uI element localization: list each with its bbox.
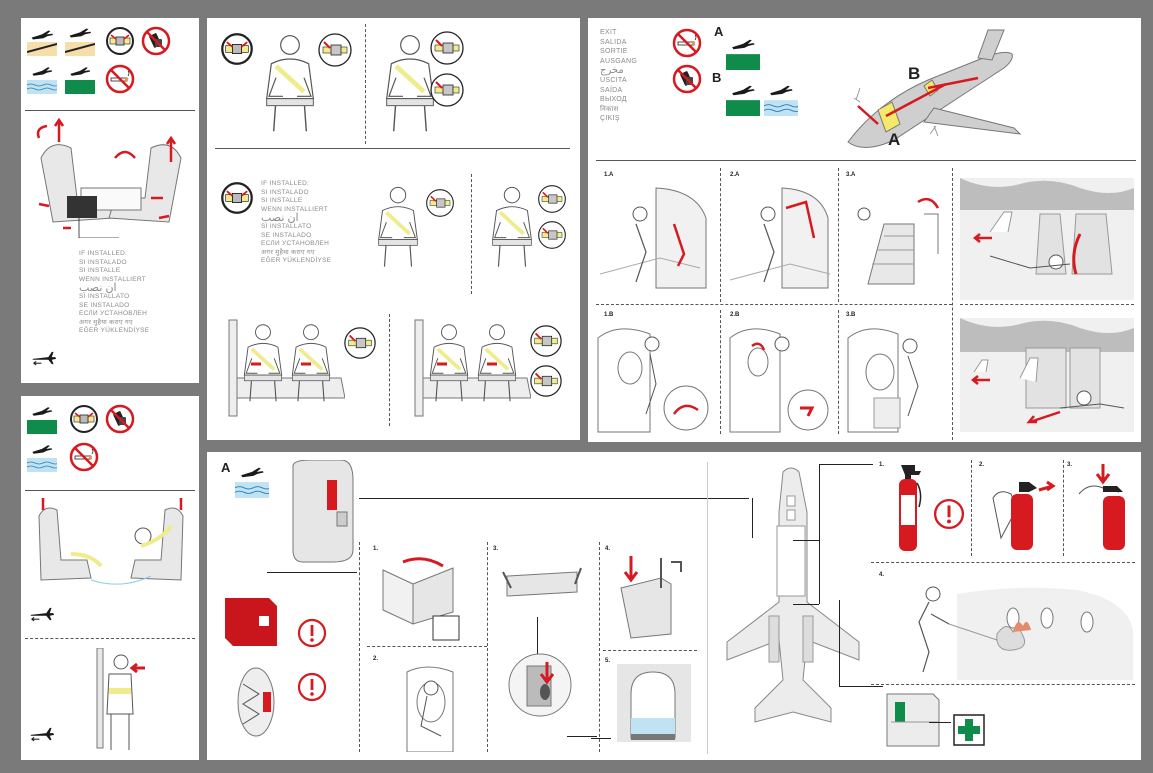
buckle-icon: [537, 220, 567, 250]
brace-upright-illustration: [81, 648, 151, 753]
airplane-icon: [29, 724, 55, 744]
step-5: 5.: [605, 658, 611, 664]
if-installed-text: IF INSTALLED: SI INSTALADO SI INSTALLE W…: [79, 250, 150, 335]
overwing-exit-step-illustration: [726, 324, 834, 434]
ditching-icon: [65, 64, 95, 94]
ditching-icon: [235, 464, 269, 498]
buckle-icon: [429, 30, 465, 66]
ext-step-2: 2.: [979, 462, 985, 468]
step-1a: 1.A: [604, 172, 614, 178]
aircraft-topview-diagram: [721, 466, 861, 756]
if-installed-text: IF INSTALLED: SI INSTALADO SI INSTALLE W…: [261, 180, 332, 265]
no-smoking-icon: [672, 28, 702, 58]
placard-icon: [221, 592, 281, 652]
door-open-step-illustration: [726, 184, 834, 298]
step-2: 2.: [373, 656, 379, 662]
landing-icon: [726, 36, 760, 70]
door-ditching-illustration: [617, 664, 691, 742]
door-open-step-illustration: [596, 184, 714, 298]
aircraft-exits-diagram: [838, 24, 1028, 154]
overwing-exit-step-illustration: [844, 324, 948, 434]
ext-step-1: 1.: [879, 462, 885, 468]
brace-icon: [105, 26, 135, 56]
door-exit-stairs-illustration: [844, 184, 948, 298]
seatbelt-icon: [220, 32, 254, 66]
seated-belted-person: [255, 26, 325, 141]
remove-door-step-illustration: [373, 556, 473, 642]
buckle-icon: [317, 32, 353, 68]
buckle-icon: [425, 188, 455, 218]
seat-row-illustration: [31, 118, 191, 238]
brace-position-illustration: [31, 496, 191, 591]
step-2b: 2.B: [730, 312, 740, 318]
exit-label-a: A: [714, 24, 724, 39]
warning-icon: [297, 672, 327, 702]
no-electronics-icon: [672, 64, 702, 94]
buckle-icon: [529, 364, 563, 398]
buckle-icon: [429, 72, 465, 108]
fire-extinguisher-icon: [893, 462, 923, 554]
overwing-label-a: A: [221, 460, 231, 475]
diagram-label-a: A: [888, 130, 901, 149]
step-3: 3.: [493, 546, 499, 552]
no-smoking-icon: [105, 64, 135, 94]
throw-door-illustration: [497, 556, 587, 616]
no-electronics-icon: [105, 404, 135, 434]
step-4: 4.: [605, 546, 611, 552]
airplane-icon: [29, 604, 55, 624]
step-3b: 3.B: [846, 312, 856, 318]
squeeze-handle-illustration: [1073, 460, 1137, 552]
no-electronics-icon: [141, 26, 171, 56]
fight-fire-illustration: [897, 574, 1133, 680]
exit-words: EXIT SALIDA SORTIE AUSGANG مخرج USCITA S…: [600, 29, 638, 123]
buckle-icon: [537, 184, 567, 214]
exit-label-b: B: [712, 70, 722, 85]
first-aid-cabinet-illustration: [883, 690, 943, 748]
ditching-icon: [27, 442, 57, 472]
step-1: 1.: [373, 546, 379, 552]
pull-pin-illustration: [989, 472, 1059, 552]
bench-seat-illustration: [225, 318, 345, 422]
step-2a: 2.A: [730, 172, 740, 178]
landing-icon: [65, 26, 95, 56]
bench-seat-illustration: [411, 318, 531, 422]
window-exit-icon: [231, 662, 281, 742]
step-3a: 3.A: [846, 172, 856, 178]
overwing-exit-step-illustration: [594, 324, 716, 434]
diagram-label-b: B: [908, 64, 921, 83]
ditching-icon: [764, 82, 798, 116]
no-smoking-icon: [69, 442, 99, 472]
seatbelt-panel: IF INSTALLED: SI INSTALADO SI INSTALLE W…: [207, 18, 580, 440]
first-aid-icon: [953, 714, 985, 746]
overwing-door-illustration: [287, 460, 357, 564]
buckle-icon: [529, 324, 563, 358]
brace-icon: [69, 404, 99, 434]
landing-icon: [27, 26, 57, 56]
ext-step-4: 4.: [879, 572, 885, 578]
lever-closeup-illustration: [507, 652, 573, 718]
seated-belted-person: [369, 174, 427, 280]
exit-panel: EXIT SALIDA SORTIE AUSGANG مخرج USCITA S…: [588, 18, 1141, 442]
exit-through-window-illustration: [387, 662, 477, 752]
overwing-panel: A 1. 2. 3. 4. 5.: [207, 452, 1141, 760]
ditching-icon: [27, 64, 57, 94]
step-1b: 1.B: [604, 312, 614, 318]
seated-belted-person: [483, 174, 541, 280]
brace-panel: [21, 396, 199, 760]
ditching-icon: [27, 404, 57, 434]
seat-panel: IF INSTALLED: SI INSTALADO SI INSTALLE W…: [21, 18, 199, 383]
ditching-icon: [726, 82, 760, 116]
buckle-icon: [343, 326, 377, 360]
airplane-icon: [31, 348, 57, 368]
warning-icon: [297, 618, 327, 648]
evacuation-crawl-illustration: [960, 178, 1134, 300]
ext-step-3: 3.: [1067, 462, 1073, 468]
seatbelt-icon: [220, 181, 254, 215]
door-latch-illustration: [611, 548, 695, 640]
warning-icon: [933, 498, 965, 530]
evacuation-crawl-illustration: [960, 318, 1134, 432]
